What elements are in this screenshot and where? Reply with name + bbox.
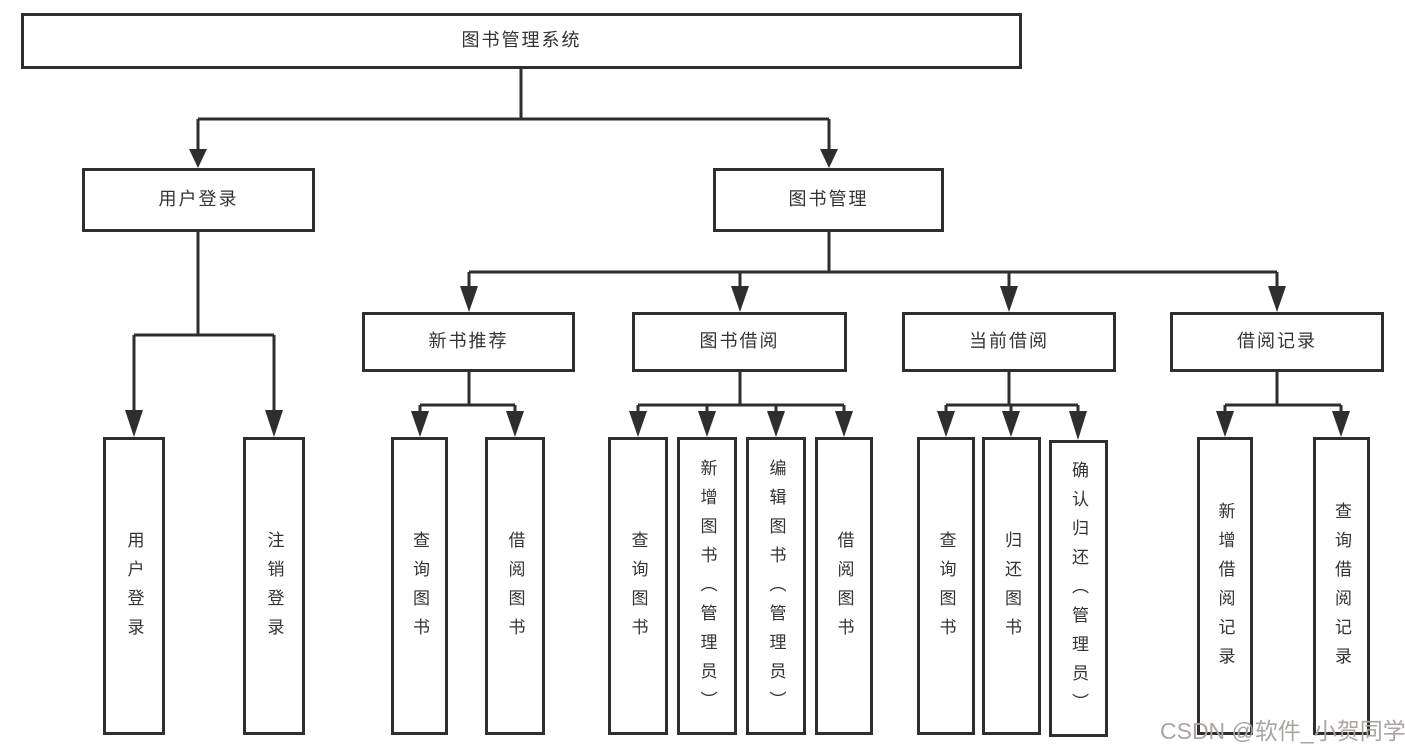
arrowhead xyxy=(731,286,749,312)
connector-currentborrow-to-leaves xyxy=(944,372,1080,411)
arrowhead xyxy=(698,411,716,437)
arrowhead xyxy=(1332,411,1350,437)
csdn-watermark: CSDN @软件_小贺同学 xyxy=(1160,718,1405,744)
node-leaf-logout: 注销登录 xyxy=(243,437,305,735)
node-leaf-add-book-admin: 新增图书（管理员） xyxy=(677,437,737,735)
node-leaf-edit-book-admin: 编辑图书（管理员） xyxy=(746,437,806,735)
arrowhead xyxy=(629,411,647,437)
arrowhead xyxy=(937,411,955,437)
connector-root-to-level2 xyxy=(196,69,831,149)
connector-bookmgmt-to-level3 xyxy=(467,232,1279,286)
node-leaf-query-book-2: 查询图书 xyxy=(608,437,668,735)
arrowhead xyxy=(1268,286,1286,312)
arrowhead xyxy=(1069,411,1087,440)
arrowhead xyxy=(1216,411,1234,437)
node-borrow-records: 借阅记录 xyxy=(1170,312,1384,372)
arrowhead xyxy=(411,411,429,437)
arrowhead xyxy=(125,410,143,437)
arrowhead xyxy=(1002,411,1020,437)
node-leaf-query-borrow-record: 查询借阅记录 xyxy=(1313,437,1370,735)
node-leaf-borrow-book-2: 借阅图书 xyxy=(815,437,873,735)
connector-bookborrow-to-leaves xyxy=(636,372,846,411)
node-leaf-user-login: 用户登录 xyxy=(103,437,165,735)
node-leaf-add-borrow-record: 新增借阅记录 xyxy=(1197,437,1253,735)
node-book-management: 图书管理 xyxy=(713,168,944,232)
node-user-login: 用户登录 xyxy=(82,168,315,232)
node-leaf-confirm-return-admin: 确认归还（管理员） xyxy=(1049,440,1108,737)
connector-userlogin-to-leaves xyxy=(132,232,276,410)
node-leaf-return-book: 归还图书 xyxy=(982,437,1041,735)
node-leaf-query-book-1: 查询图书 xyxy=(391,437,448,735)
arrowhead xyxy=(265,410,283,437)
node-book-borrow: 图书借阅 xyxy=(632,312,847,372)
arrowhead xyxy=(506,411,524,437)
node-new-book-recommend: 新书推荐 xyxy=(362,312,575,372)
arrowhead xyxy=(835,411,853,437)
arrowhead xyxy=(460,286,478,312)
arrowhead xyxy=(820,149,838,168)
connector-paths xyxy=(132,69,1343,411)
arrowhead xyxy=(189,149,207,168)
node-leaf-query-book-3: 查询图书 xyxy=(917,437,975,735)
arrowheads xyxy=(125,149,1350,440)
connector-newbookrec-to-leaves xyxy=(418,372,517,411)
arrowhead xyxy=(767,411,785,437)
arrowhead xyxy=(1000,286,1018,312)
node-current-borrow: 当前借阅 xyxy=(902,312,1116,372)
connector-borrowrecords-to-leaves xyxy=(1223,372,1343,411)
node-leaf-borrow-book-1: 借阅图书 xyxy=(485,437,545,735)
node-root-system: 图书管理系统 xyxy=(21,13,1022,69)
